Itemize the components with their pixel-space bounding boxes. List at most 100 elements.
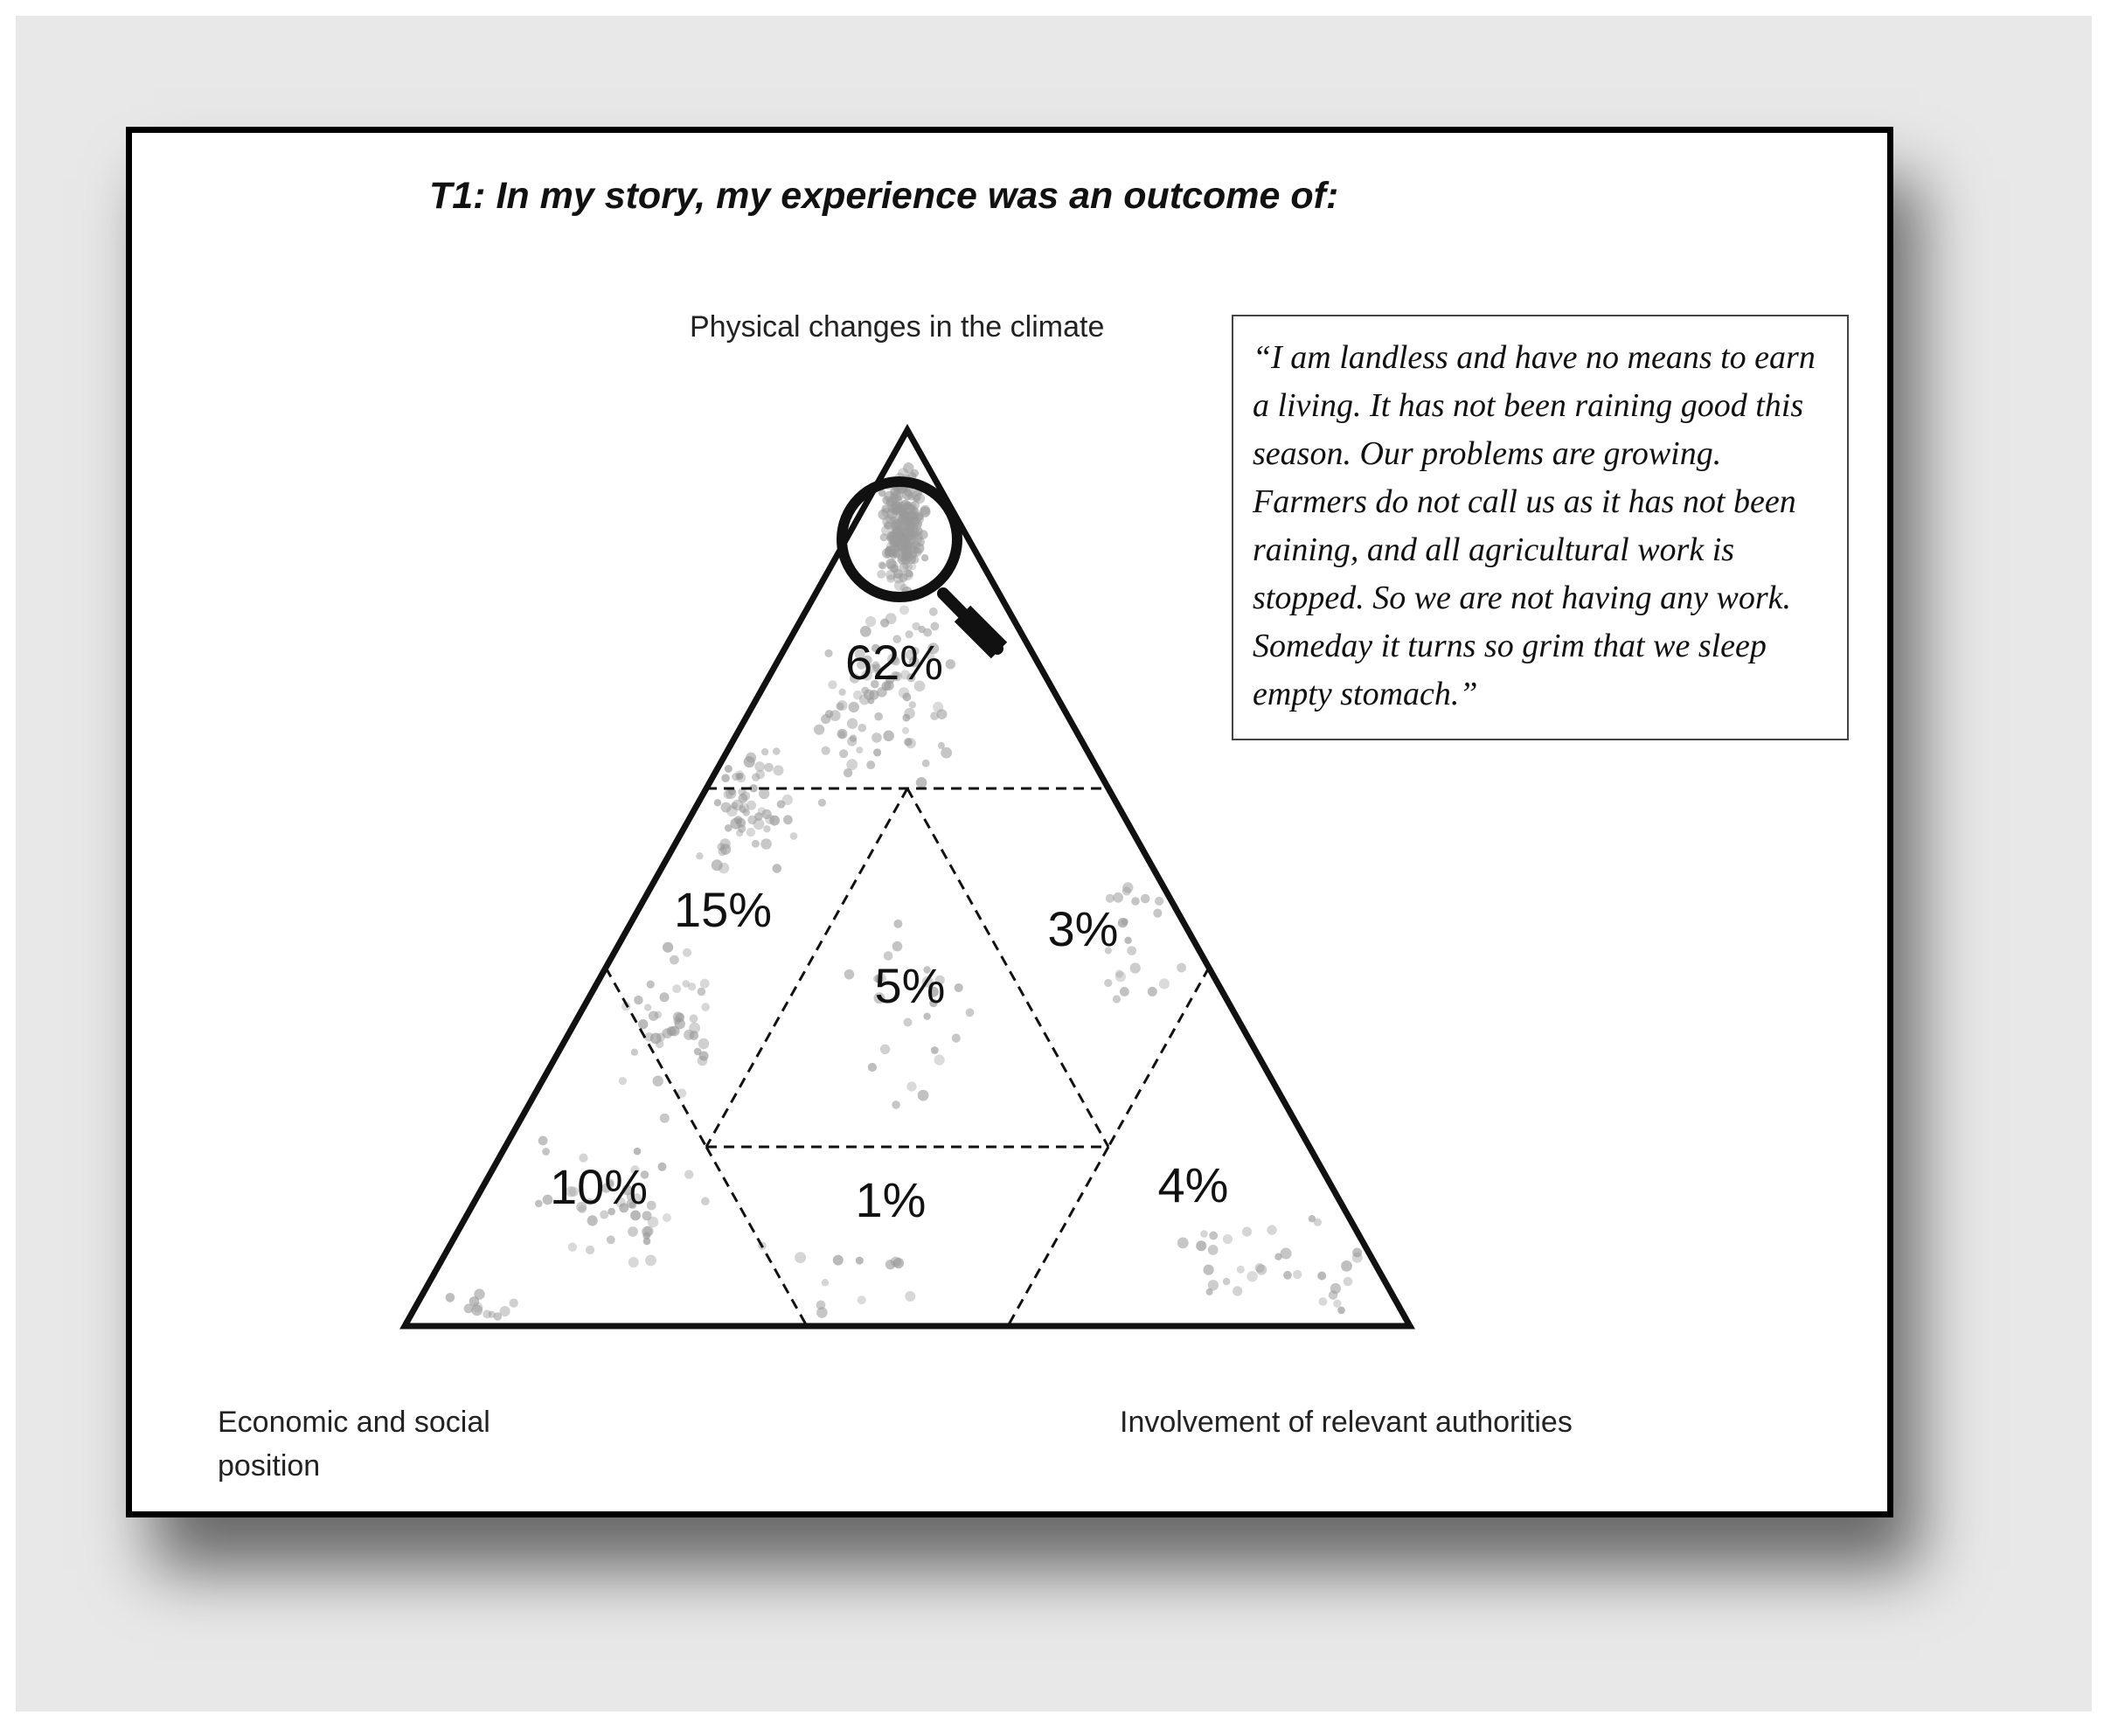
response-dot (821, 714, 831, 725)
response-dot (626, 1192, 634, 1200)
response-dot (654, 1010, 663, 1019)
response-dot (1209, 1231, 1219, 1240)
response-dot (883, 730, 894, 742)
response-dot (878, 561, 885, 569)
response-dot (1333, 1299, 1342, 1309)
response-dot (824, 649, 833, 658)
response-dot (915, 537, 925, 547)
response-dot (1177, 962, 1186, 973)
story-quote-box: “I am landless and have no means to earn… (1232, 315, 1849, 740)
response-dot (619, 1203, 629, 1213)
vertex-label-top: Physical changes in the climate (690, 310, 1105, 344)
response-dot (1341, 1260, 1352, 1272)
response-dot (488, 1310, 496, 1318)
response-dot (893, 580, 906, 592)
response-dot (844, 969, 855, 980)
response-dot (902, 713, 911, 722)
response-dot (873, 975, 882, 983)
response-dot (642, 1237, 651, 1246)
response-dot (587, 1198, 594, 1205)
response-dot (644, 1032, 654, 1042)
response-dot (648, 1010, 659, 1021)
response-dot (930, 1046, 939, 1054)
response-dot (930, 621, 940, 631)
vertex-label-bottom-right: Involvement of relevant authorities (1120, 1406, 1573, 1439)
response-dot (735, 770, 745, 780)
response-dot (828, 680, 837, 690)
response-dot (910, 555, 920, 565)
response-dot (644, 1003, 652, 1011)
response-dot (1200, 1230, 1208, 1238)
response-dot (579, 1153, 588, 1163)
response-dot (1352, 1247, 1362, 1258)
response-dot (843, 768, 853, 778)
response-dot (899, 562, 909, 573)
response-dot (1113, 892, 1123, 903)
response-dot (839, 749, 849, 759)
response-dot (1155, 896, 1164, 906)
response-dot (892, 1101, 900, 1109)
response-dot (738, 793, 748, 803)
response-dot (640, 1170, 649, 1179)
response-dot (642, 1211, 652, 1221)
response-dot (900, 500, 910, 509)
response-dot (852, 690, 863, 700)
response-dot (763, 825, 771, 833)
response-dot (871, 733, 882, 743)
response-dot (587, 1215, 598, 1226)
response-dot (565, 1186, 577, 1198)
response-dot (945, 659, 955, 670)
response-dot (674, 1018, 685, 1030)
response-dot (817, 798, 827, 807)
response-dot (1254, 1263, 1265, 1273)
response-dot (848, 701, 859, 713)
response-dot (669, 1025, 680, 1037)
response-dot (903, 1017, 913, 1027)
response-dot (900, 554, 912, 565)
response-dot (1203, 1264, 1214, 1275)
response-dot (891, 500, 902, 512)
response-dot (606, 1235, 615, 1245)
response-dot (677, 1088, 687, 1098)
response-dot (874, 712, 883, 721)
response-dot (885, 613, 897, 625)
response-dot (862, 655, 872, 665)
response-dot (936, 709, 948, 719)
response-dots (445, 462, 1363, 1321)
response-dot (879, 1044, 891, 1055)
response-dot (912, 621, 920, 631)
response-dot (730, 802, 739, 809)
response-dot (849, 673, 860, 684)
response-dot (445, 1293, 455, 1302)
response-dot (873, 992, 885, 1004)
response-dot (1267, 1225, 1277, 1235)
response-dot (900, 531, 908, 539)
response-dot (720, 802, 732, 813)
response-dot (670, 955, 679, 965)
response-dot (1122, 882, 1134, 893)
response-dot (951, 1033, 961, 1043)
response-dot (618, 1077, 628, 1086)
divider-right-lower (1006, 1146, 1110, 1327)
response-dot (1117, 918, 1128, 928)
response-dot (899, 537, 910, 546)
response-dot (849, 734, 858, 742)
response-dot (923, 1012, 931, 1020)
response-dot (854, 649, 865, 660)
region-label-bottom-right-corner: 4% (1158, 1157, 1229, 1212)
response-dot (633, 1147, 642, 1156)
response-dot (754, 761, 765, 772)
response-dot (662, 1213, 671, 1222)
response-dot (886, 574, 895, 583)
response-dot (904, 547, 913, 558)
response-dot (816, 1307, 828, 1318)
response-dot (659, 992, 670, 1003)
response-dot (1343, 1276, 1353, 1287)
response-dot (542, 1148, 550, 1156)
response-dot (499, 1306, 510, 1317)
response-dot (631, 1193, 642, 1204)
response-dot (538, 1135, 548, 1146)
response-dot (732, 773, 740, 781)
response-dot (1105, 893, 1115, 903)
response-dot (1205, 1288, 1213, 1295)
